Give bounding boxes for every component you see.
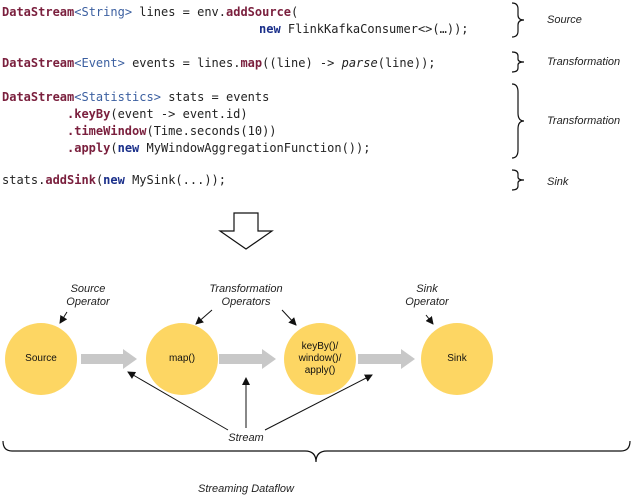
caption-streaming-dataflow: Streaming Dataflow [198,483,294,495]
caption-transformation-operators: Transformation Operators [209,283,283,308]
code-line-2: new FlinkKafkaConsumer<>(…)); [259,22,469,36]
brace-sink [511,169,525,191]
pointer-sink-operator [425,314,434,325]
code-line-1: DataStream<String> lines = env.addSource… [2,5,299,19]
brace-transformation-2 [511,83,525,159]
caption-source-operator: Source Operator [66,283,110,308]
node-map: map() [146,323,218,395]
flow-arrow-2 [219,349,276,369]
code-line-3: DataStream<Event> events = lines.map((li… [2,56,436,70]
bottom-brace [2,440,631,463]
caption-sink-operator: Sink Operator [405,283,449,308]
code-line-4: DataStream<Statistics> stats = events [2,90,270,104]
node-sink: Sink [421,323,493,395]
code-line-5: .keyBy(event -> event.id) [67,107,248,121]
node-keyby-window-apply: keyBy()/ window()/ apply() [284,323,356,395]
flow-arrow-1 [81,349,137,369]
stream-arrow-left [127,371,229,431]
brace-label-transformation-1: Transformation [547,56,621,68]
brace-label-sink: Sink [547,176,569,188]
pointer-source-operator [59,311,68,324]
pointer-transformation-keyby [281,309,297,326]
pointer-transformation-map [195,309,213,325]
node-source: Source [5,323,77,395]
brace-transformation-1 [511,51,525,73]
brace-label-source: Source [547,14,582,26]
code-line-7: .apply(new MyWindowAggregationFunction()… [67,141,371,155]
stream-arrow-right [264,374,373,431]
caption-stream: Stream [228,432,264,444]
brace-source [511,2,525,38]
code-line-8: stats.addSink(new MySink(...)); [2,173,227,187]
transform-down-arrow [218,212,274,250]
flow-arrow-3 [358,349,415,369]
brace-label-transformation-2: Transformation [547,115,621,127]
code-line-6: .timeWindow(Time.seconds(10)) [67,124,277,138]
